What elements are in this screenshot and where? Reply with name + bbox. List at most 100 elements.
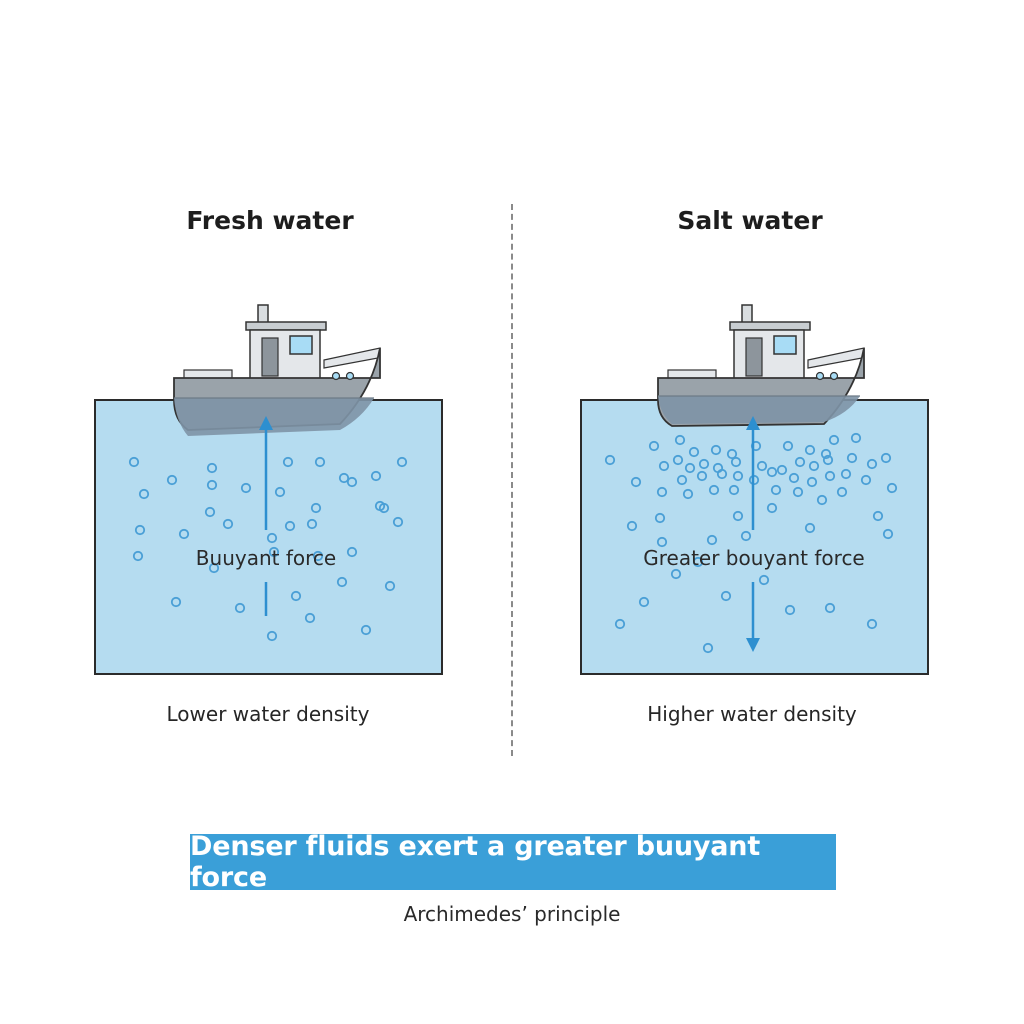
bubble xyxy=(822,454,834,466)
bubble xyxy=(266,532,278,544)
bubble xyxy=(658,460,670,472)
buoyant-force-label: Greater bouyant force xyxy=(643,546,865,570)
bubble xyxy=(770,484,782,496)
bubble xyxy=(268,546,280,558)
fresh-water-tank: Buuyant force xyxy=(94,304,443,675)
bubble xyxy=(860,474,872,486)
bubble xyxy=(338,472,350,484)
bubble xyxy=(134,524,146,536)
bubble xyxy=(688,446,700,458)
bubble xyxy=(208,562,220,574)
bubble xyxy=(128,456,140,468)
bubble xyxy=(824,602,836,614)
bubble xyxy=(284,520,296,532)
bubble xyxy=(784,604,796,616)
bubble xyxy=(638,596,650,608)
bubble xyxy=(138,488,150,500)
bubble xyxy=(392,516,404,528)
panel-divider xyxy=(511,204,513,756)
panel-title-fresh-water: Fresh water xyxy=(186,206,354,235)
bubble xyxy=(836,486,848,498)
conclusion-text: Denser fluids exert a greater buuyant fo… xyxy=(190,831,761,893)
bubble xyxy=(310,502,322,514)
bubble xyxy=(684,462,696,474)
boat-icon xyxy=(657,304,865,427)
bubble xyxy=(726,448,738,460)
bubble xyxy=(702,642,714,654)
buoyant-force-label: Buuyant force xyxy=(196,546,336,570)
bubble xyxy=(626,520,638,532)
bubble xyxy=(696,470,708,482)
bubble xyxy=(656,536,668,548)
bubble xyxy=(816,494,828,506)
bubble xyxy=(306,518,318,530)
bubble xyxy=(732,510,744,522)
principle-caption: Archimedes’ principle xyxy=(403,902,621,926)
bubble xyxy=(706,534,718,546)
bubble xyxy=(204,506,216,518)
buoyant-force-arrow xyxy=(746,416,760,652)
bubble xyxy=(206,479,218,491)
bubble xyxy=(346,476,358,488)
bubble xyxy=(656,486,668,498)
bubble xyxy=(692,556,704,568)
bubble xyxy=(804,444,816,456)
bubble xyxy=(234,602,246,614)
bubble xyxy=(740,530,752,542)
bubble xyxy=(370,470,382,482)
bubble xyxy=(820,448,832,460)
bubble xyxy=(312,550,324,562)
salt-water-tank: Greater bouyant force xyxy=(580,304,929,675)
bubble xyxy=(806,476,818,488)
bubble xyxy=(824,470,836,482)
bubble xyxy=(866,618,878,630)
bubble xyxy=(828,434,840,446)
bubble xyxy=(374,500,386,512)
bubble xyxy=(670,568,682,580)
bubble xyxy=(682,488,694,500)
bubble xyxy=(346,546,358,558)
bubble xyxy=(604,454,616,466)
bubble xyxy=(882,528,894,540)
bubbles xyxy=(604,432,898,654)
bubble xyxy=(672,454,684,466)
bubble xyxy=(240,482,252,494)
bubble xyxy=(732,470,744,482)
bubble xyxy=(384,580,396,592)
bubble xyxy=(766,466,778,478)
bubble xyxy=(206,462,218,474)
bubble xyxy=(614,618,626,630)
bubble xyxy=(880,452,892,464)
water-body xyxy=(580,399,929,675)
conclusion-banner: Denser fluids exert a greater buuyant fo… xyxy=(190,831,836,893)
density-label-fresh: Lower water density xyxy=(166,702,370,726)
bubble xyxy=(840,468,852,480)
bubble xyxy=(808,460,820,472)
bubble xyxy=(866,458,878,470)
bubble xyxy=(716,468,728,480)
bubble xyxy=(170,596,182,608)
bubble xyxy=(846,452,858,464)
panel-title-salt-water: Salt water xyxy=(677,206,823,235)
boat-icon xyxy=(173,304,381,436)
bubble xyxy=(850,432,862,444)
bubble xyxy=(648,440,660,452)
bubble xyxy=(630,476,642,488)
bubble xyxy=(720,590,732,602)
bubble xyxy=(360,624,372,636)
bubble xyxy=(314,456,326,468)
bubble xyxy=(654,512,666,524)
bubble xyxy=(794,456,806,468)
bubble xyxy=(804,522,816,534)
bubble xyxy=(872,510,884,522)
bubble xyxy=(166,474,178,486)
bubble xyxy=(728,484,740,496)
bubble xyxy=(304,612,316,624)
bubbles xyxy=(128,456,408,642)
bubble xyxy=(710,444,722,456)
bubble xyxy=(730,456,742,468)
bubble xyxy=(776,464,788,476)
bubble xyxy=(782,440,794,452)
bubble xyxy=(788,472,800,484)
bubble xyxy=(674,434,686,446)
